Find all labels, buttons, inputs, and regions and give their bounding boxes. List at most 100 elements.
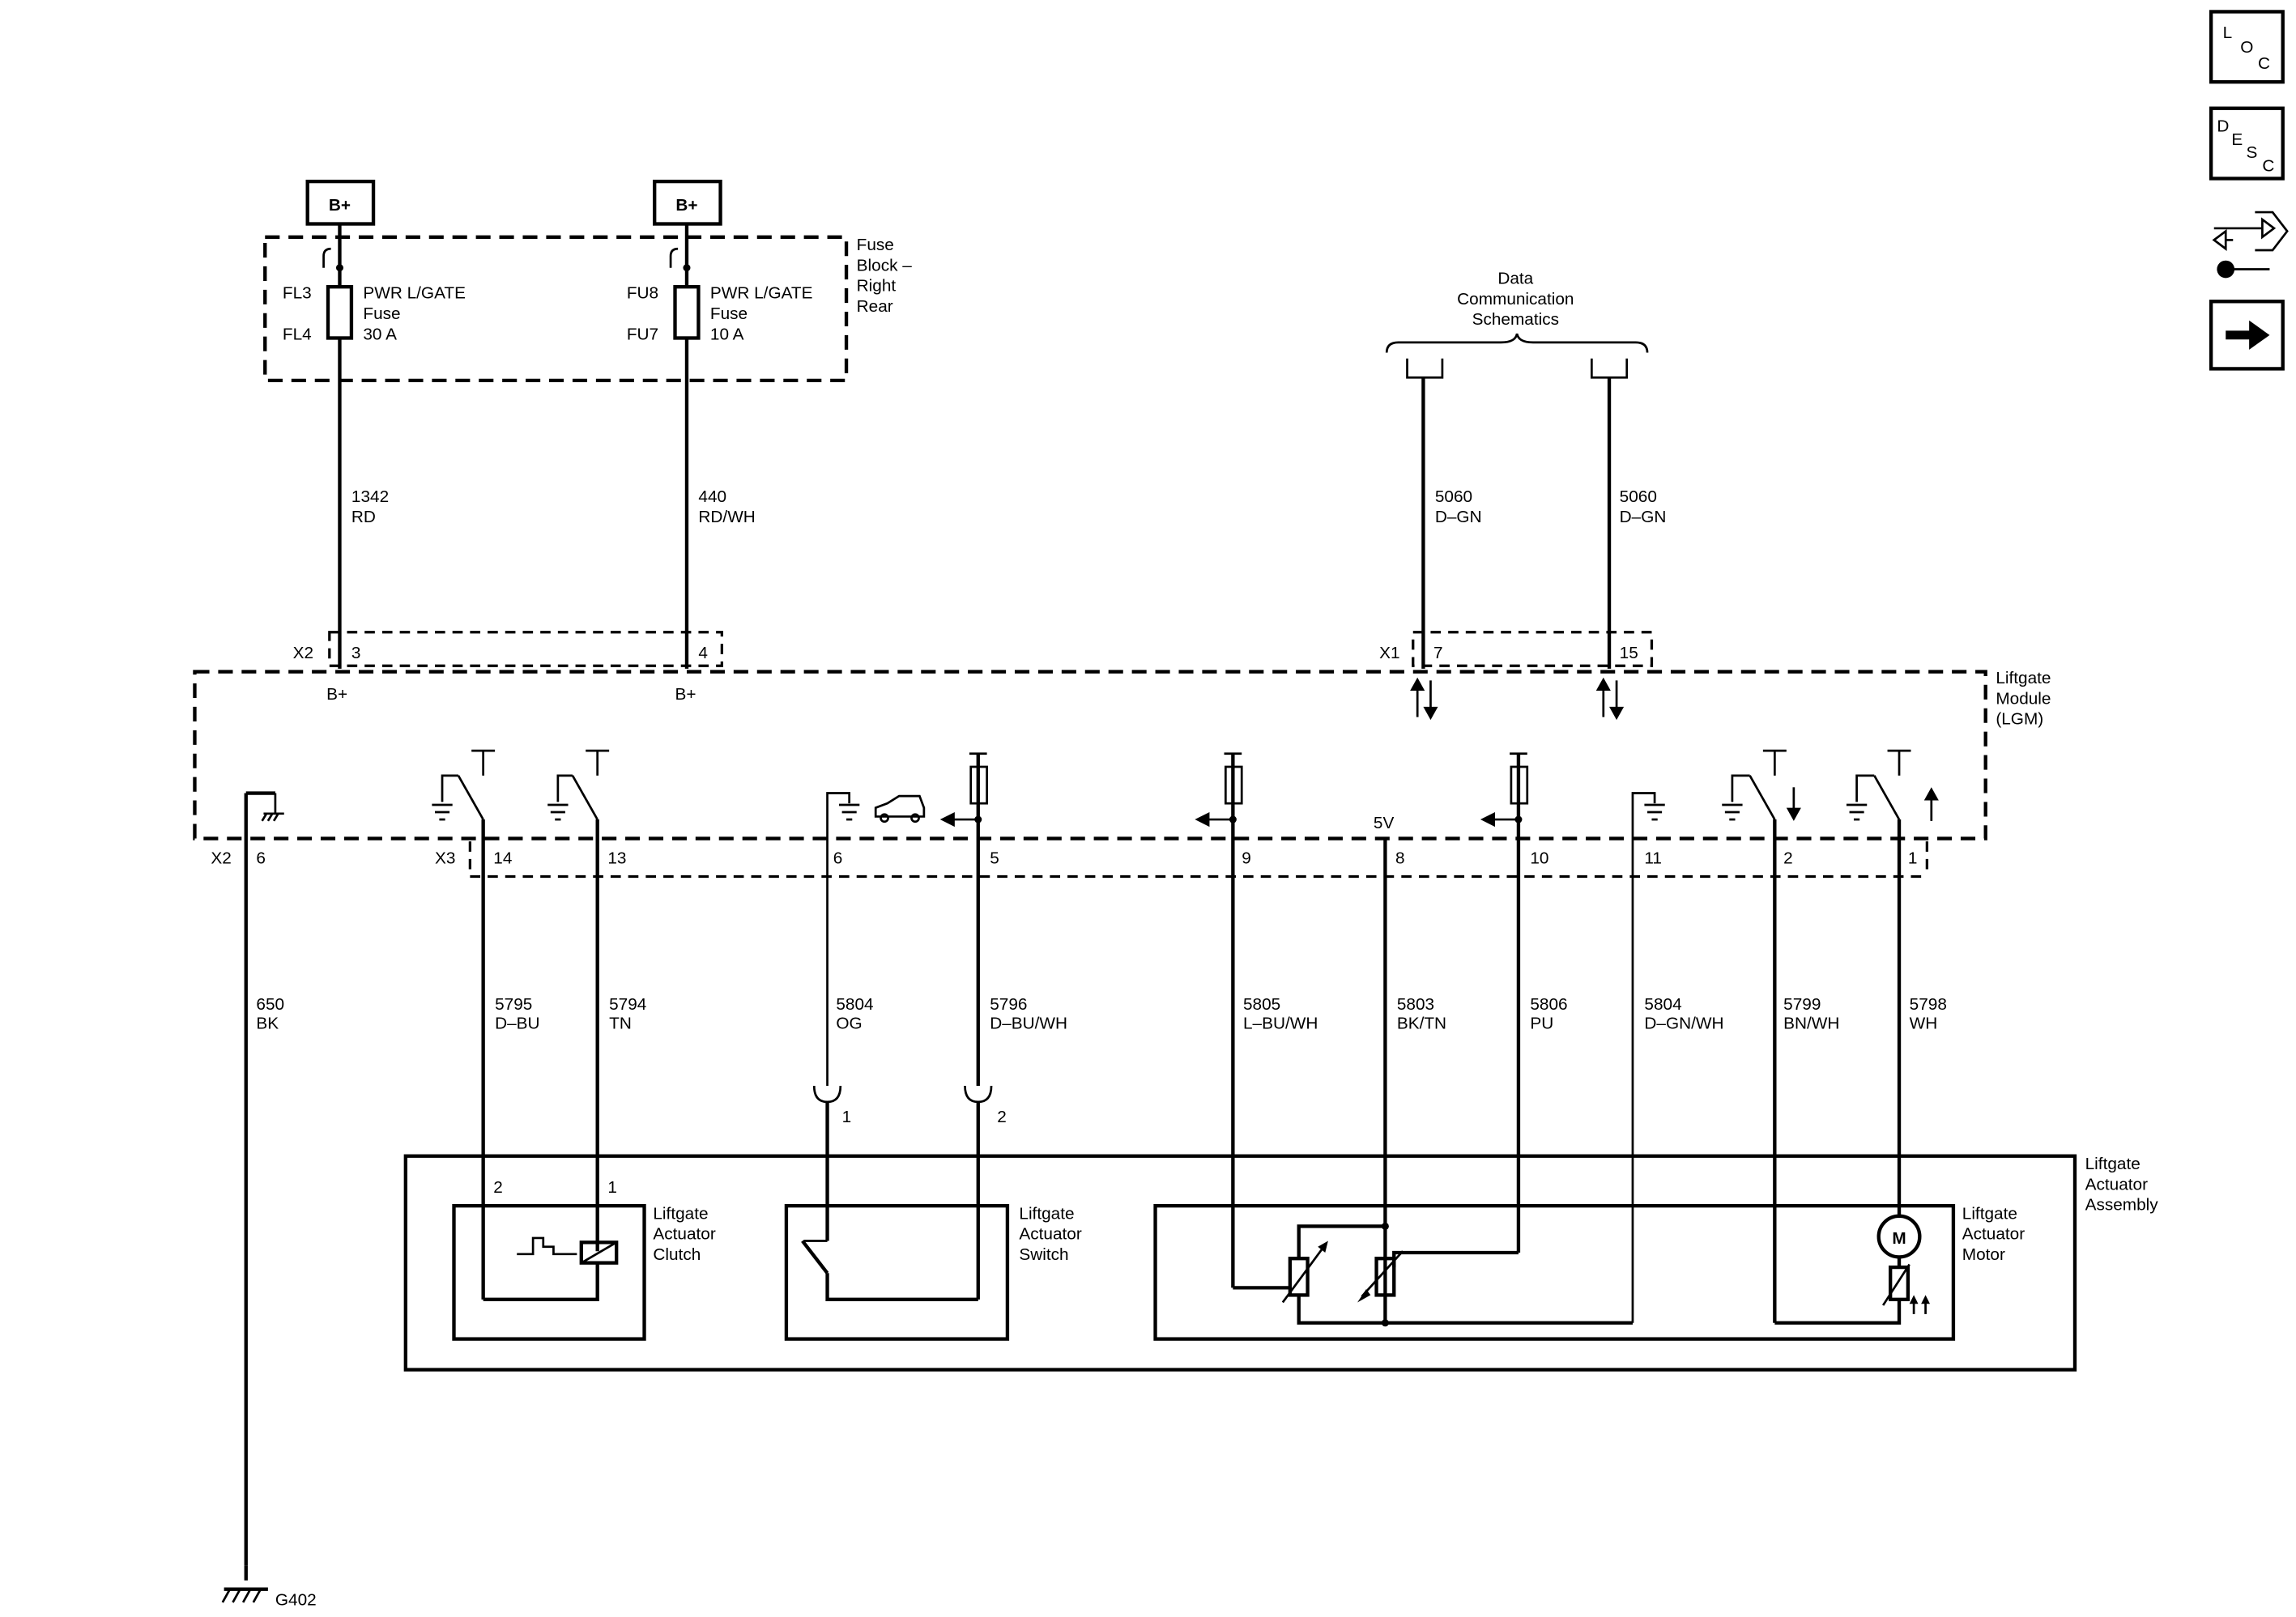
svg-text:8: 8: [1395, 849, 1405, 867]
svg-text:D–GN: D–GN: [1435, 508, 1482, 526]
svg-text:6: 6: [833, 849, 843, 867]
module-bplus-label-2: B+: [675, 685, 696, 704]
svg-text:Clutch: Clutch: [653, 1245, 701, 1264]
svg-text:X3: X3: [435, 849, 455, 867]
inline-connector-switch-1: 1: [812, 1085, 851, 1241]
svg-text:D–GN: D–GN: [1620, 508, 1667, 526]
svg-text:X1: X1: [1379, 644, 1399, 662]
svg-text:Fuse: Fuse: [363, 304, 400, 323]
svg-text:5060: 5060: [1620, 487, 1657, 506]
data-link-wire-15: 5060 D–GN: [1590, 358, 1667, 669]
svg-text:Actuator: Actuator: [1019, 1225, 1081, 1244]
switch-label: Liftgate Actuator Switch: [1019, 1204, 1081, 1264]
svg-text:Actuator: Actuator: [2085, 1175, 2148, 1194]
svg-text:Fuse: Fuse: [710, 304, 748, 323]
liftgate-actuator-assembly-outline: [403, 1154, 2077, 1372]
svg-text:1342: 1342: [351, 487, 389, 506]
svg-text:5805: 5805: [1243, 995, 1280, 1014]
bplus-source-2: B+: [653, 179, 722, 226]
svg-text:440: 440: [698, 487, 726, 506]
bplus-source-1: B+: [305, 179, 376, 226]
position-sensor-icon-2: [1357, 1250, 1519, 1327]
svg-text:11: 11: [1644, 849, 1662, 867]
svg-text:15: 15: [1620, 644, 1638, 662]
svg-text:Block –: Block –: [857, 256, 913, 274]
wire-label-1342: 1342 RD: [351, 487, 389, 526]
clutch-driver-13: [547, 749, 610, 821]
position-sensor-input-9: [1195, 752, 1243, 1288]
svg-text:PWR L/GATE: PWR L/GATE: [363, 284, 466, 303]
clutch-driver-14: [432, 749, 496, 821]
svg-text:PU: PU: [1530, 1014, 1553, 1032]
liftgate-module-outline: [193, 670, 1987, 840]
loc-letter-l: L: [2223, 23, 2233, 42]
reference-5v-8: 5V: [1374, 814, 1395, 1323]
svg-text:2: 2: [1783, 849, 1793, 867]
svg-text:5806: 5806: [1530, 995, 1567, 1014]
connector-x1: [1412, 631, 1654, 667]
svg-text:BN/WH: BN/WH: [1783, 1014, 1839, 1032]
svg-text:5799: 5799: [1783, 995, 1821, 1014]
svg-text:5798: 5798: [1910, 995, 1947, 1014]
svg-text:5V: 5V: [1374, 814, 1395, 832]
wire-labels-lower: 650 BK 5795 D–BU 5794 TN 5804 OG 5796 D–…: [256, 995, 1946, 1032]
svg-text:Data: Data: [1497, 270, 1533, 288]
data-link-wire-7: 5060 D–GN: [1406, 358, 1482, 669]
loc-letter-o: O: [2240, 38, 2253, 57]
sensor-ground-11: [1631, 792, 1665, 1323]
svg-text:D–GN/WH: D–GN/WH: [1644, 1014, 1723, 1032]
svg-text:5795: 5795: [495, 995, 532, 1014]
svg-text:14: 14: [493, 849, 512, 867]
svg-text:RD/WH: RD/WH: [698, 508, 755, 526]
svg-text:650: 650: [256, 995, 284, 1014]
svg-text:Communication: Communication: [1457, 290, 1574, 309]
svg-text:Actuator: Actuator: [1962, 1225, 2025, 1244]
svg-text:Assembly: Assembly: [2085, 1196, 2159, 1215]
fuse-pwr-lgate-10a: FU8 FU7 PWR L/GATE Fuse 10 A: [627, 223, 813, 669]
svg-text:30 A: 30 A: [363, 325, 397, 343]
svg-text:3: 3: [351, 644, 361, 662]
svg-text:Rear: Rear: [857, 297, 893, 316]
chassis-ground-icon: [244, 791, 284, 1566]
motor-label: Liftgate Actuator Motor: [1962, 1204, 2025, 1264]
loc-button[interactable]: L O C: [2209, 10, 2285, 84]
svg-text:5804: 5804: [1644, 995, 1681, 1014]
data-communication-label: Data Communication Schematics: [1385, 270, 1649, 353]
svg-text:X2: X2: [211, 849, 231, 867]
svg-text:FU7: FU7: [627, 325, 658, 343]
svg-text:Liftgate: Liftgate: [2085, 1155, 2141, 1173]
clutch-label: Liftgate Actuator Clutch 2 1: [493, 1178, 716, 1264]
svg-text:L–BU/WH: L–BU/WH: [1243, 1014, 1318, 1032]
connector-end-view-icon[interactable]: [2212, 211, 2289, 279]
desc-button[interactable]: D E S C: [2209, 106, 2285, 181]
svg-text:Liftgate: Liftgate: [1019, 1204, 1074, 1223]
desc-letter-s: S: [2247, 143, 2258, 162]
svg-text:PWR L/GATE: PWR L/GATE: [710, 284, 813, 303]
next-page-button[interactable]: [2209, 300, 2285, 371]
liftgate-actuator-motor-section: [1153, 1203, 1956, 1341]
bplus-label-2: B+: [675, 196, 697, 215]
svg-text:4: 4: [698, 644, 708, 662]
liftgate-actuator-clutch: [452, 1203, 646, 1341]
switch-ground-6: [826, 792, 860, 1086]
svg-text:7: 7: [1433, 644, 1443, 662]
svg-text:RD: RD: [351, 508, 376, 526]
connector-x2-top: [328, 631, 723, 667]
wire-label-440: 440 RD/WH: [698, 487, 755, 526]
motor-driver-2: [1722, 749, 1801, 821]
fuse-pwr-lgate-30a: FL3 FL4 PWR L/GATE Fuse 30 A: [283, 223, 466, 669]
position-sensor-icon-1: [1233, 1222, 1633, 1325]
svg-text:13: 13: [607, 849, 626, 867]
svg-text:Actuator: Actuator: [653, 1225, 715, 1244]
svg-text:BK: BK: [256, 1014, 279, 1032]
svg-text:BK/TN: BK/TN: [1397, 1014, 1446, 1032]
svg-text:9: 9: [1242, 849, 1251, 867]
svg-text:FL4: FL4: [283, 325, 312, 343]
module-bplus-label-1: B+: [326, 685, 347, 704]
liftgate-vehicle-icon: [874, 794, 926, 823]
fuse-block-label: Fuse Block – Right Rear: [857, 236, 913, 316]
svg-text:Liftgate: Liftgate: [1962, 1204, 2017, 1223]
bplus-label-1: B+: [329, 196, 351, 215]
position-sensor-input-10: [1480, 752, 1529, 1253]
